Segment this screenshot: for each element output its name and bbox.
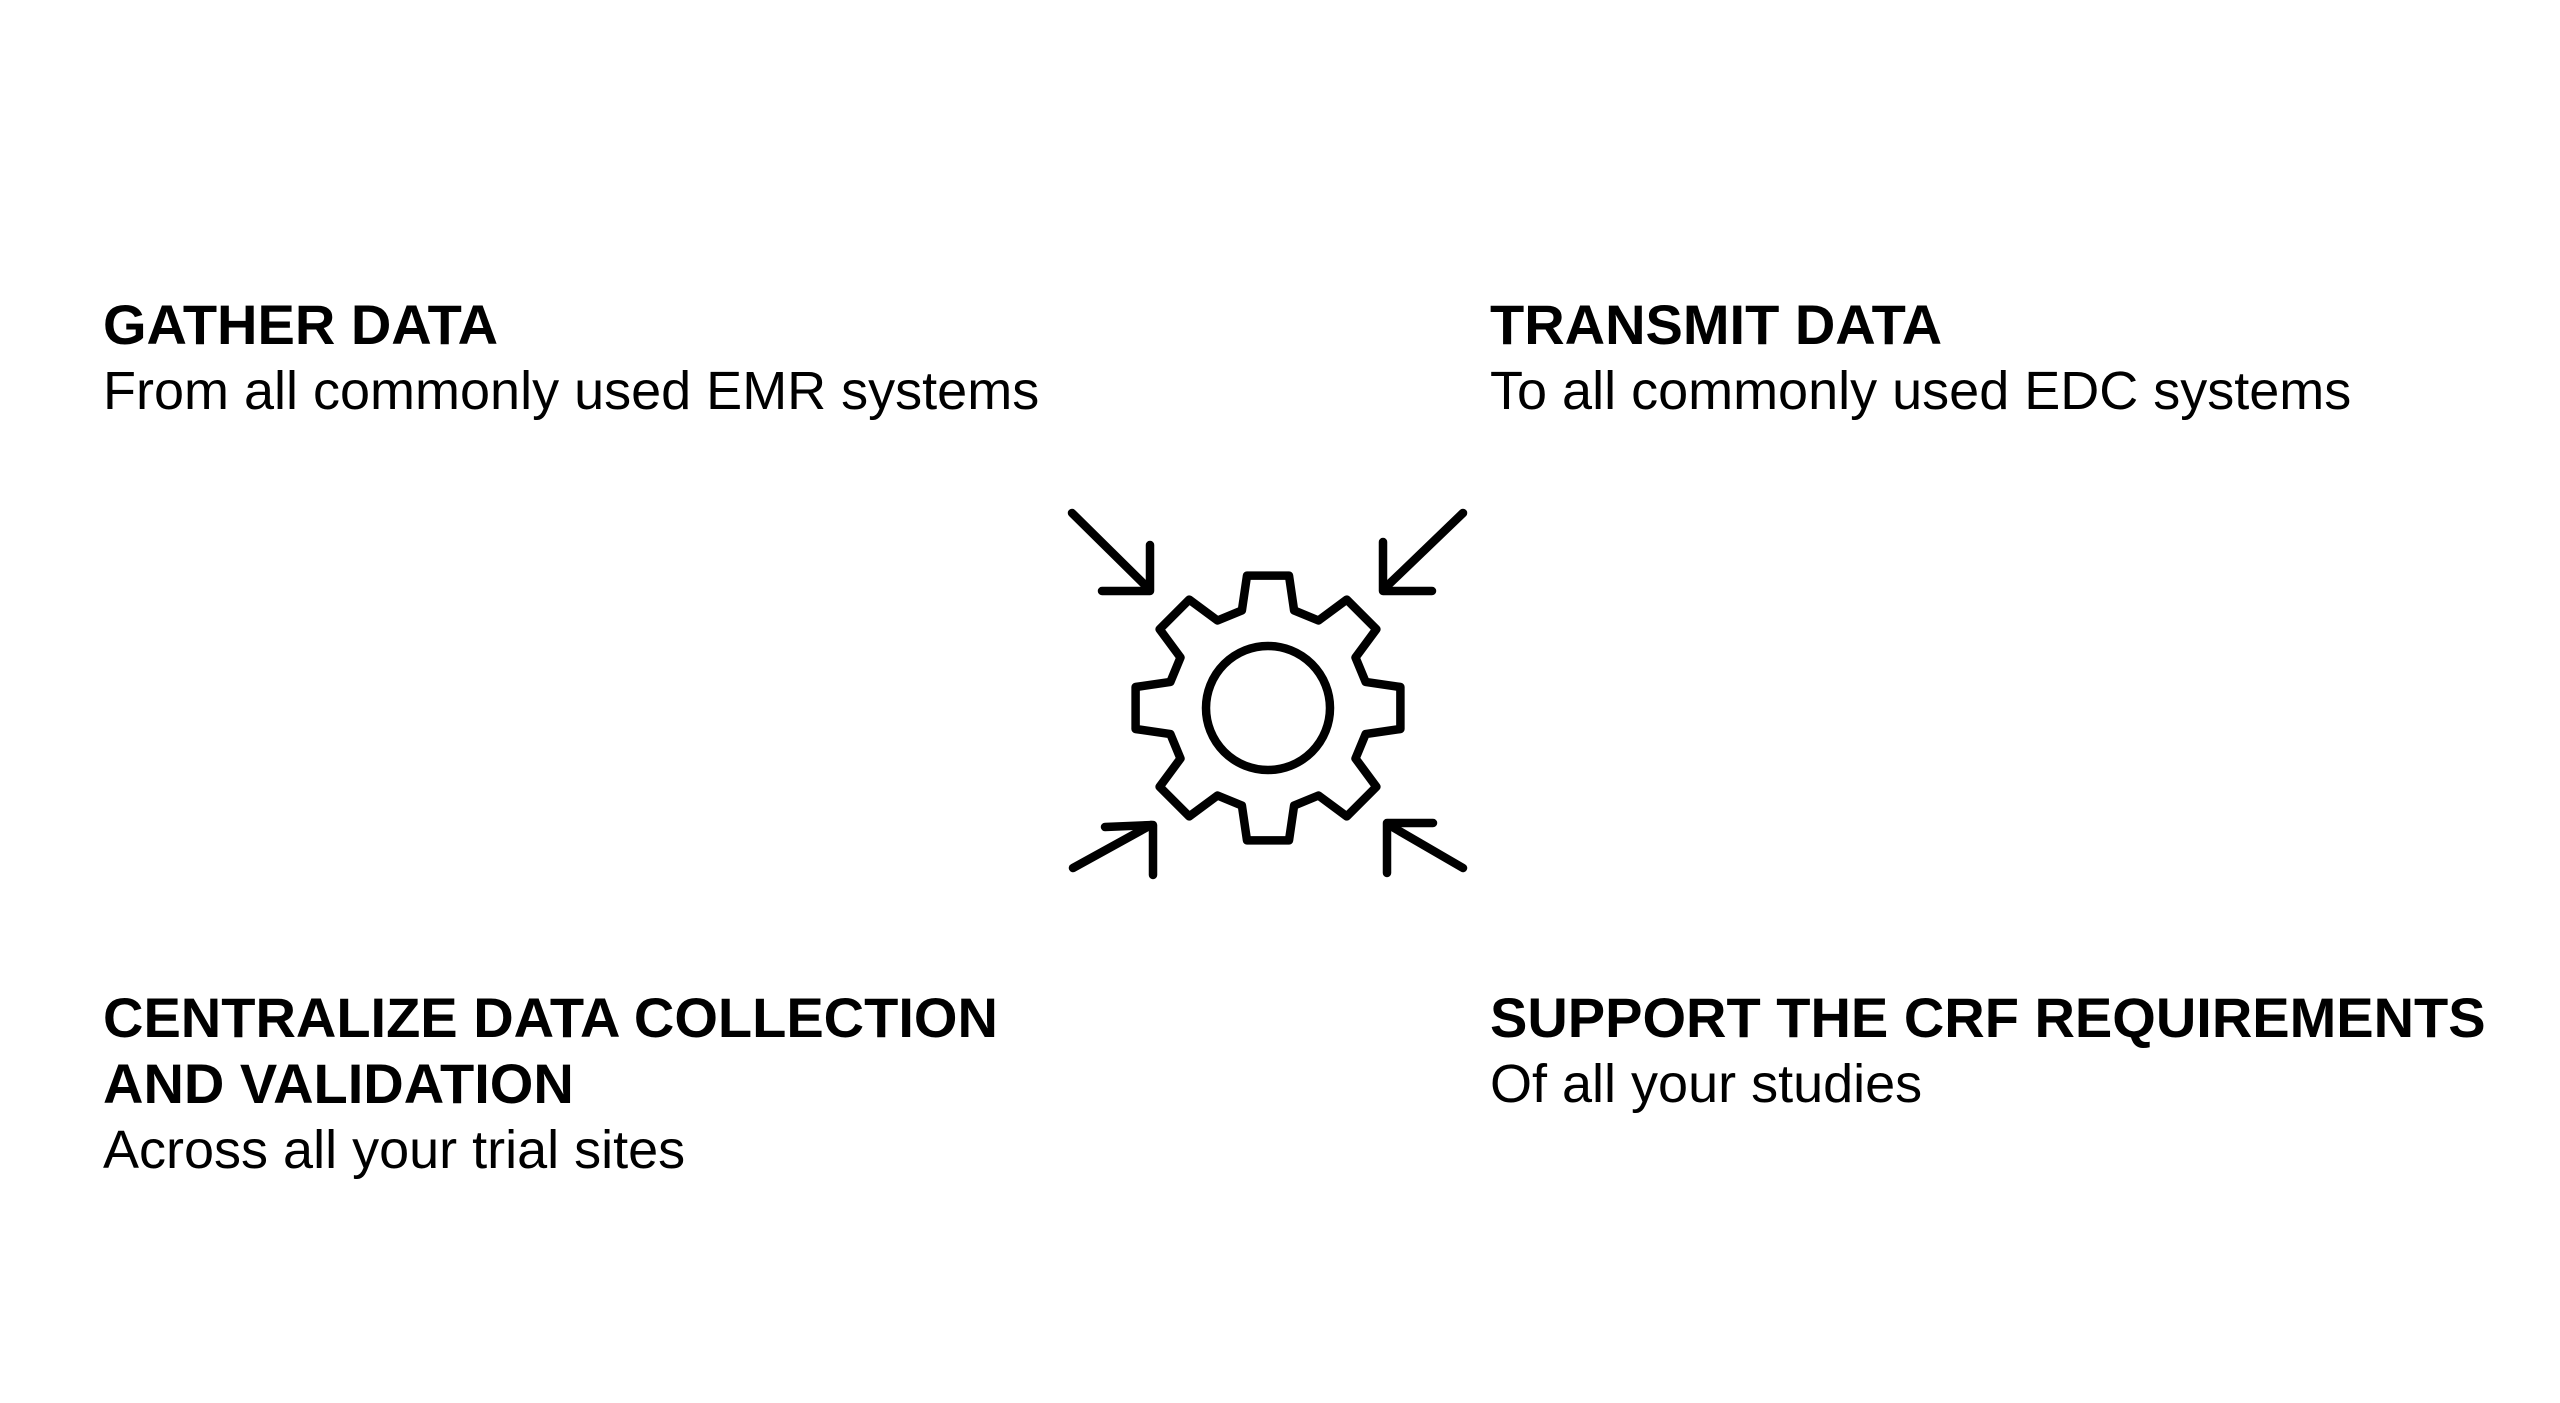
- support-crf-heading: SUPPORT THE CRF REQUIREMENTS: [1490, 986, 2486, 1049]
- gear-with-inward-arrows-icon: [1067, 508, 1468, 880]
- transmit-data-block: TRANSMIT DATA To all commonly used EDC s…: [1490, 292, 2351, 424]
- gear-hub-icon: [1201, 641, 1335, 775]
- transmit-data-heading: TRANSMIT DATA: [1490, 293, 1943, 356]
- arrow-top-right-icon: [1378, 508, 1468, 596]
- centralize-data-description: Across all your trial sites: [103, 1120, 686, 1180]
- centralize-data-heading-line-1: CENTRALIZE DATA COLLECTION: [103, 986, 998, 1049]
- gather-data-block: GATHER DATA From all commonly used EMR s…: [103, 292, 1039, 424]
- arrow-bottom-right-icon: [1382, 818, 1468, 878]
- arrow-top-left-icon: [1067, 508, 1155, 596]
- gather-data-description: From all commonly used EMR systems: [103, 361, 1040, 421]
- gather-data-heading: GATHER DATA: [103, 293, 499, 356]
- transmit-data-description: To all commonly used EDC systems: [1490, 361, 2352, 421]
- centralize-data-heading-line-2: AND VALIDATION: [103, 1052, 574, 1115]
- arrow-bottom-left-icon: [1068, 820, 1158, 880]
- support-crf-description: Of all your studies: [1490, 1054, 1923, 1114]
- support-crf-block: SUPPORT THE CRF REQUIREMENTS Of all your…: [1490, 985, 2486, 1117]
- centralize-data-block: CENTRALIZE DATA COLLECTION AND VALIDATIO…: [103, 985, 998, 1183]
- gear-icon: [1131, 571, 1405, 845]
